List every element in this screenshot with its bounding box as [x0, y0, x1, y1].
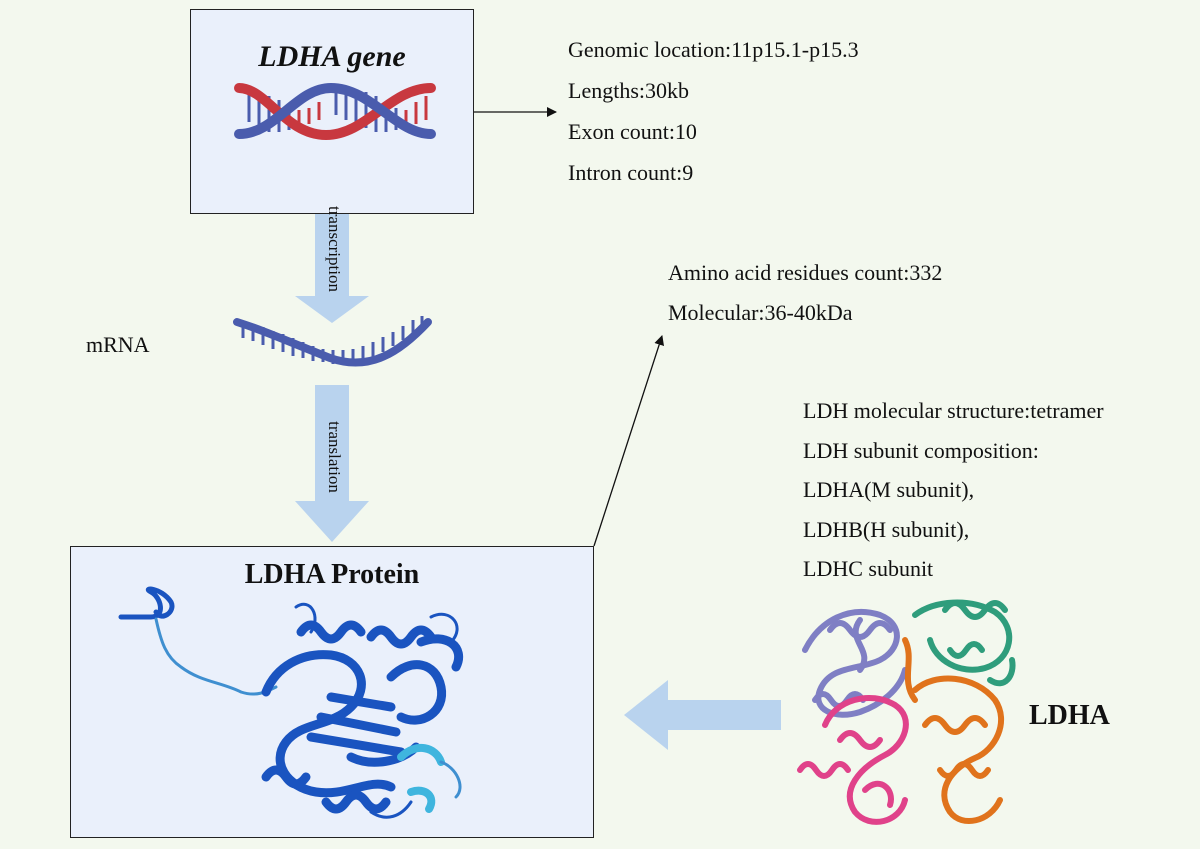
subunit-orange — [902, 637, 1004, 824]
ldh-info-ldha: LDHA(M subunit), — [803, 477, 975, 502]
subunit-pink — [797, 694, 909, 825]
mrna-strand-icon — [233, 316, 432, 367]
ldh-info-structure: LDH molecular structure:tetramer — [803, 398, 1104, 423]
subunit-green — [912, 599, 1016, 687]
dna-double-helix-icon — [234, 82, 436, 141]
ldha-protein-structure-icon — [118, 586, 463, 819]
translation-label: translation — [325, 421, 344, 493]
protein-box: LDHA Protein — [70, 546, 594, 838]
mrna-label: mRNA — [86, 332, 150, 357]
ldha-tetramer-icon — [797, 599, 1016, 825]
gene-info-exon-count: Exon count:10 — [568, 119, 697, 144]
gene-info-intron-count: Intron count:9 — [568, 160, 694, 185]
ldh-info-ldhb: LDHB(H subunit), — [803, 516, 970, 542]
ldh-info-composition: LDH subunit composition: — [803, 437, 1039, 463]
tetramer-label: LDHA — [1029, 700, 1110, 731]
ldh-info-list: LDH molecular structure:tetramer LDH sub… — [803, 391, 1104, 589]
protein-info-list: Amino acid residues count:332 Molecular:… — [668, 253, 942, 333]
gene-box-title: LDHA gene — [258, 40, 406, 73]
gene-info-length: Lengths:30kb — [568, 78, 689, 103]
protein-info-residue-count: Amino acid residues count:332 — [668, 260, 943, 285]
protein-info-molecular-weight: Molecular:36-40kDa — [668, 300, 853, 325]
gene-box: LDHA gene — [190, 9, 474, 214]
protein-info-connector — [593, 335, 664, 547]
tetramer-to-protein-arrow — [624, 680, 781, 750]
gene-info-genomic-location: Genomic location:11p15.1-p15.3 — [568, 37, 859, 62]
gene-info-list: Genomic location:11p15.1-p15.3 Lengths:3… — [568, 29, 859, 193]
translation-arrow — [295, 385, 369, 542]
transcription-label: transcription — [325, 206, 344, 292]
protein-box-title: LDHA Protein — [244, 559, 420, 590]
ldh-info-ldhc: LDHC subunit — [803, 556, 934, 581]
